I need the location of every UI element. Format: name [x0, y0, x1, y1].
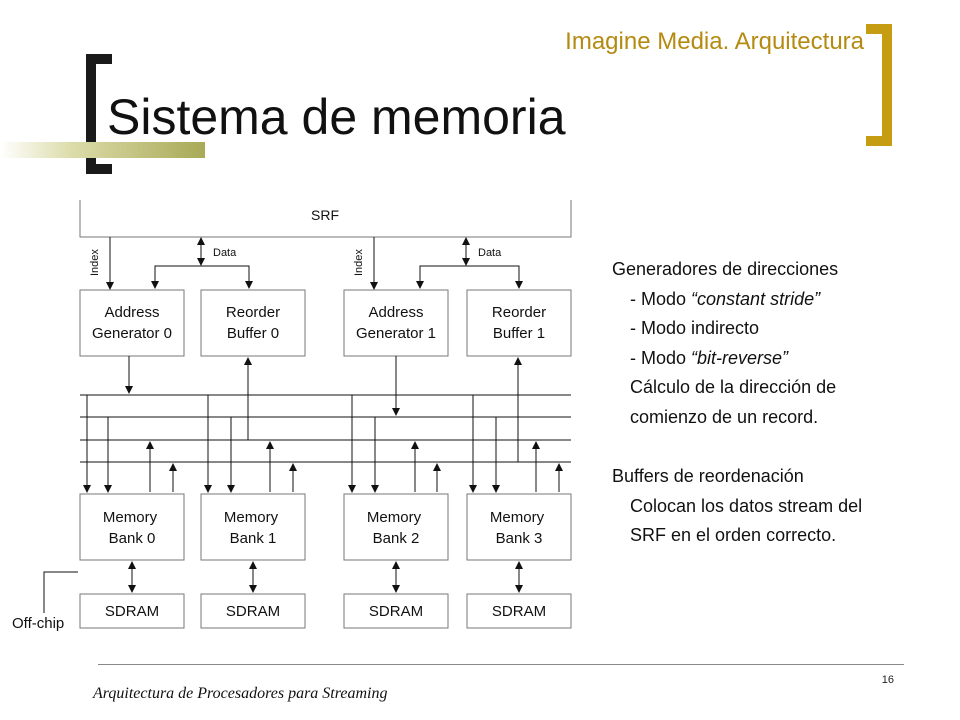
- sdram-1-label: SDRAM: [226, 603, 280, 620]
- slide-subtitle: Imagine Media. Arquitectura: [565, 28, 864, 55]
- sdram-0: SDRAM: [79, 593, 185, 629]
- address-generator-0-line1: Address: [104, 304, 159, 321]
- memory-bank-2: Memory Bank 2: [343, 493, 449, 561]
- off-chip-label: Off-chip: [12, 615, 64, 632]
- data-link-1: Data: [416, 237, 523, 289]
- bus-bank-links: [83, 395, 563, 493]
- memory-bank-0-line1: Memory: [103, 509, 158, 526]
- memory-bank-0-line2: Bank 0: [109, 530, 156, 547]
- memory-bank-1-line2: Bank 1: [230, 530, 277, 547]
- bullet-buffers-line2: SRF en el orden correcto.: [630, 525, 837, 545]
- memory-bank-3-line1: Memory: [490, 509, 545, 526]
- address-generator-1-line2: Generator 1: [356, 325, 436, 342]
- page-number: 16: [881, 674, 894, 686]
- bullet-constant-stride: - Modo “constant stride”: [612, 285, 952, 315]
- memory-bank-2-line2: Bank 2: [373, 530, 420, 547]
- bullet-list: Generadores de direcciones - Modo “const…: [612, 255, 952, 551]
- reorder-buffer-0: Reorder Buffer 0: [200, 289, 306, 357]
- bank-sdram-links: [128, 561, 523, 593]
- sdram-1: SDRAM: [200, 593, 306, 629]
- left-bracket-bottom: [86, 164, 112, 174]
- bullet-buffers-line1: Colocan los datos stream del: [630, 495, 863, 516]
- footer-rule: [98, 664, 904, 665]
- bullet-bit-reverse: - Modo “bit-reverse”: [612, 344, 952, 374]
- generator-bus-links: [125, 356, 522, 462]
- left-bracket-decoration: [86, 54, 96, 174]
- bullet-generators-title: Generadores de direcciones: [612, 259, 839, 279]
- address-generator-0-line2: Generator 0: [92, 325, 172, 342]
- data-label-1: Data: [478, 247, 502, 259]
- memory-bank-2-line1: Memory: [367, 509, 422, 526]
- index-label-0: Index: [89, 249, 101, 276]
- reorder-buffer-0-line1: Reorder: [226, 304, 280, 321]
- address-generator-1: Address Generator 1: [343, 289, 449, 357]
- memory-bank-0: Memory Bank 0: [79, 493, 185, 561]
- srf-box: SRF: [79, 200, 572, 238]
- data-label-0: Data: [213, 247, 237, 259]
- bullet-constant-stride-em: “constant stride”: [691, 288, 821, 309]
- sdram-0-label: SDRAM: [105, 603, 159, 620]
- bullet-spacer: [612, 432, 952, 462]
- memory-bank-3-line2: Bank 3: [496, 530, 543, 547]
- slide-title: Sistema de memoria: [107, 89, 566, 145]
- index-label-1: Index: [353, 249, 365, 276]
- bullet-buffers-title: Buffers de reordenación: [612, 466, 804, 486]
- right-bracket-top: [866, 24, 892, 34]
- bullet-calc-line1: Cálculo de la dirección de: [630, 377, 837, 397]
- data-link-0: Data: [151, 237, 253, 289]
- bullet-bit-reverse-prefix: - Modo: [630, 347, 692, 368]
- sdram-2: SDRAM: [343, 593, 449, 629]
- right-bracket-bottom: [866, 136, 892, 146]
- bus-lines: [80, 394, 571, 463]
- address-generator-1-line1: Address: [368, 304, 423, 321]
- sdram-3-label: SDRAM: [492, 603, 546, 620]
- title-gradient-rule: [0, 142, 205, 158]
- address-generator-0: Address Generator 0: [79, 289, 185, 357]
- bullet-constant-stride-prefix: - Modo: [630, 288, 692, 309]
- bullet-bit-reverse-em: “bit-reverse”: [691, 347, 789, 368]
- reorder-buffer-1: Reorder Buffer 1: [466, 289, 572, 357]
- srf-label: SRF: [311, 207, 339, 223]
- memory-bank-1-line1: Memory: [224, 509, 279, 526]
- right-bracket-decoration: [882, 24, 892, 146]
- memory-bank-3: Memory Bank 3: [466, 493, 572, 561]
- reorder-buffer-1-line1: Reorder: [492, 304, 546, 321]
- reorder-buffer-1-line2: Buffer 1: [493, 325, 545, 342]
- left-bracket-top: [86, 54, 112, 64]
- bullet-calc-line2: comienzo de un record.: [630, 406, 819, 427]
- sdram-2-label: SDRAM: [369, 603, 423, 620]
- bullet-indirect: - Modo indirecto: [630, 318, 760, 338]
- index-link-1: Index: [353, 237, 378, 290]
- memory-bank-1: Memory Bank 1: [200, 493, 306, 561]
- sdram-3: SDRAM: [466, 593, 572, 629]
- off-chip-marker: Off-chip: [12, 571, 78, 632]
- index-link-0: Index: [89, 237, 114, 290]
- reorder-buffer-0-line2: Buffer 0: [227, 325, 279, 342]
- footer-text: Arquitectura de Procesadores para Stream…: [93, 685, 388, 702]
